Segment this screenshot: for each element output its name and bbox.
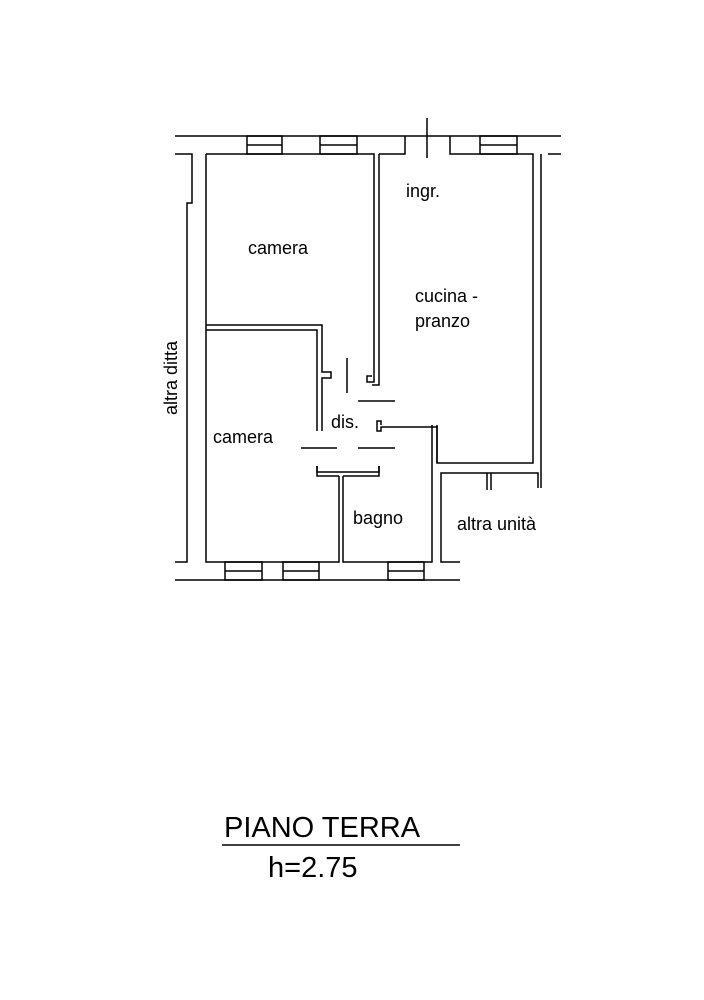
room-label-disimpegno: dis. [331,412,359,432]
label-altra-unita: altra unità [457,514,537,534]
room-label-ingresso: ingr. [406,181,440,201]
room-label-bagno: bagno [353,508,403,528]
room-label-camera: camera [248,238,309,258]
label-altra-ditta: altra ditta [161,340,181,415]
room-label-pranzo: pranzo [415,311,470,331]
windows [224,135,518,581]
room-label-cucina: cucina - [415,286,478,306]
room-label-camera-2: camera [213,427,274,447]
ceiling-height: h=2.75 [268,852,358,884]
floor-title: PIANO TERRA [224,812,421,844]
